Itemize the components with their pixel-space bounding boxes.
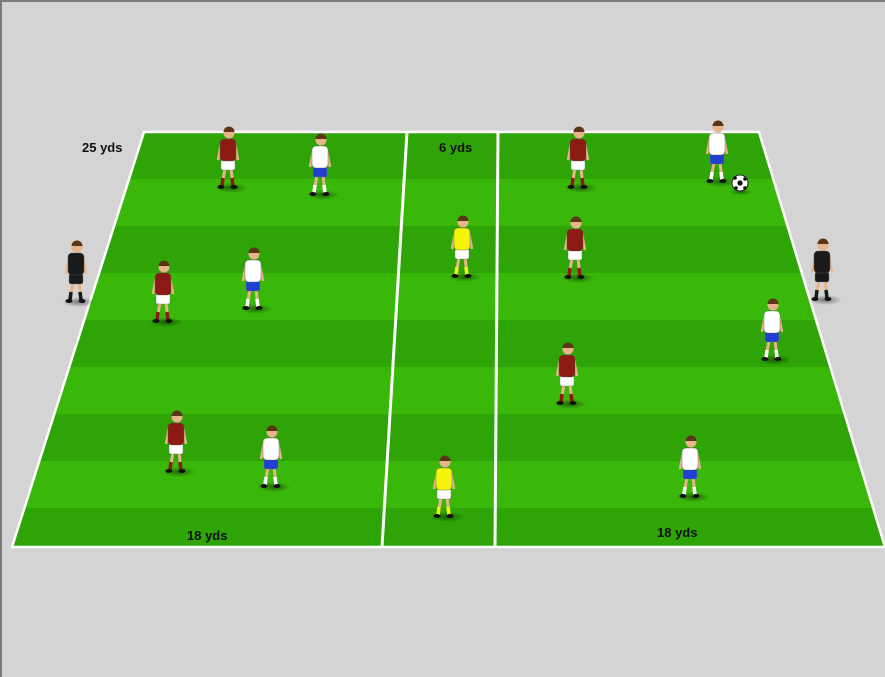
left-zone-length-label: 18 yds xyxy=(187,528,227,543)
black-target-player xyxy=(808,239,842,306)
right-zone-length-label: 18 yds xyxy=(657,525,697,540)
middle-zone-width-label: 6 yds xyxy=(439,140,472,155)
width-label: 25 yds xyxy=(82,140,122,155)
